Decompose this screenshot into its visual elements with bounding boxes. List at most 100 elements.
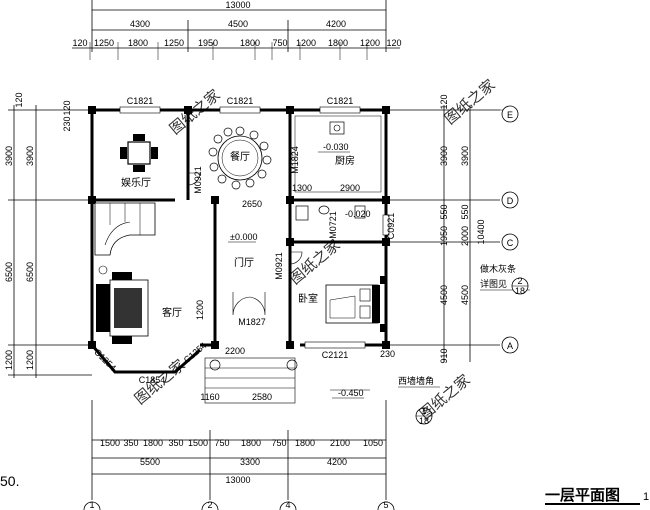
elev-kitchen: -0.030 <box>323 142 349 152</box>
left-dim-inner-2: 3900 <box>25 146 35 166</box>
drawing-title: 一层平面图 <box>545 487 620 504</box>
bot-dim-1: 350 <box>123 438 138 448</box>
bot-dim-2: 1800 <box>143 438 163 448</box>
axis-bubbles-bottom: 1 2 4 5 <box>83 500 395 510</box>
bot-dim-7: 750 <box>271 438 286 448</box>
door-label-3: M0721 <box>328 211 338 239</box>
spiral-staircase <box>94 202 156 256</box>
right-dim-mid-0: 3900 <box>460 146 470 166</box>
bot-dim-10: 1050 <box>363 438 383 448</box>
top-dim-2: 4500 <box>228 19 248 29</box>
room-entertainment: 娱乐厅 <box>121 176 151 189</box>
door-label-5: M1827 <box>238 317 266 327</box>
top-dim-ticks-row2 <box>89 42 368 60</box>
room-dining: 餐厅 <box>230 150 250 163</box>
axis-bubble-a <box>501 336 519 354</box>
room-kitchen: 厨房 <box>335 154 355 167</box>
watermark-3: 图纸之家 <box>287 236 344 288</box>
left-dim-inner-1: 230 <box>62 116 72 131</box>
entry-steps <box>204 357 370 404</box>
door-label-4: M0921 <box>274 252 284 280</box>
left-dim-inner-3: 6500 <box>25 262 35 282</box>
right-total-dim: 10400 <box>476 219 486 244</box>
room-names: 娱乐厅 餐厅 厨房 门厅 客厅 卧室 <box>121 150 355 319</box>
note-3: 西墙墙角 <box>398 375 434 386</box>
axis-bottom-4: 4 <box>285 500 290 510</box>
window-label-5: C1854 <box>139 375 166 385</box>
top-dim-3: 4200 <box>326 19 346 29</box>
top-dim2-7: 1200 <box>296 38 316 48</box>
toilet-fixtures <box>295 205 366 221</box>
elev-outdoor: -0.450 <box>338 388 364 398</box>
window-label-3: C1821 <box>327 96 354 106</box>
right-dimension-lines: 120 3900 550 1950 4500 910 3900 550 2000… <box>386 94 500 364</box>
room-bedroom: 卧室 <box>298 292 318 305</box>
left-dim-0: 120 <box>14 92 24 107</box>
right-dim-5: 910 <box>439 348 449 363</box>
small-dim-4: 1200 <box>195 300 205 320</box>
window-label-6: C1254 <box>182 340 209 365</box>
window-label-7: C1254 <box>92 347 118 373</box>
top-dim2-4: 1950 <box>198 38 218 48</box>
overall-width-bottom: 13000 <box>225 475 250 485</box>
detail-ref-2-num: 1 <box>421 406 426 416</box>
axis-bubble-d <box>501 191 519 209</box>
top-dim2-6: 750 <box>272 38 287 48</box>
kitchen-outline <box>294 115 382 193</box>
note-1: 做木灰条 <box>480 263 516 274</box>
detail-callouts: 做木灰条 详图见 2 18 西墙墙角 1 18 <box>398 263 530 426</box>
small-dim-2: 2900 <box>340 183 360 193</box>
room-living: 客厅 <box>162 306 182 319</box>
small-dim-7: 2580 <box>252 392 272 402</box>
elev-toilet: -0.020 <box>345 209 371 219</box>
detail-ref-2-sheet: 18 <box>419 416 429 426</box>
elevation-marks: -0.030 -0.020 ±0.000 -0.450 <box>228 142 371 399</box>
bot-dim-5: 750 <box>214 438 229 448</box>
window-label-2: C1821 <box>227 96 254 106</box>
top-dim2-3: 1250 <box>164 38 184 48</box>
room-foyer: 门厅 <box>234 256 254 269</box>
bot-dim2-1: 3300 <box>240 457 260 467</box>
right-dim-mid-2: 2000 <box>460 226 470 246</box>
door-label-1: M1824 <box>290 146 300 174</box>
small-dim-8: 1160 <box>200 392 219 402</box>
top-dimension-lines: 13000 4300 4500 4200 120 1250 1800 1250 … <box>72 0 402 60</box>
bed <box>325 276 386 332</box>
mahjong-table <box>120 134 158 172</box>
right-dim-2: 550 <box>439 204 449 219</box>
axis-label-c: C <box>507 238 514 248</box>
sofa-set <box>96 265 149 344</box>
small-dim-0: 2650 <box>242 199 262 209</box>
left-dim-inner-0: 120 <box>62 100 72 115</box>
right-dim-mid-1: 550 <box>460 204 470 219</box>
bot-dim2-2: 4200 <box>327 457 347 467</box>
axis-bottom-5: 5 <box>383 500 388 510</box>
detail-ref-1-num: 2 <box>517 276 522 286</box>
axis-label-d: D <box>507 196 514 206</box>
right-dim-0: 120 <box>439 94 449 109</box>
bot-dim-4: 1500 <box>188 438 208 448</box>
axis-label-a: A <box>507 341 513 351</box>
axis-bubble-c <box>501 233 519 251</box>
small-dim-6: 2200 <box>225 346 245 356</box>
bot-dim2-0: 5500 <box>140 457 160 467</box>
top-dim2-1: 1250 <box>94 38 114 48</box>
right-dim-3: 1950 <box>439 226 449 246</box>
window-label-4: C2121 <box>322 350 349 360</box>
axis-bubbles-right: E D C A <box>500 105 519 354</box>
small-dimensions: 2650 1300 2900 1200 2200 2580 1160 230 <box>195 183 395 402</box>
bot-dim-6: 1800 <box>241 438 261 448</box>
bot-dim-0: 1500 <box>100 438 120 448</box>
bottom-dimension-lines: 1500 350 1800 350 1500 750 1800 750 1800… <box>91 400 387 500</box>
left-dimension-lines: 120 3900 6500 1200 3900 6500 1200 120 23… <box>4 92 92 378</box>
top-dim2-2: 1800 <box>128 38 148 48</box>
bot-dim-3: 350 <box>168 438 183 448</box>
watermarks: 图纸之家 图纸之家 图纸之家 图纸之家 图纸之家 <box>132 76 499 423</box>
drawing-title-block: 一层平面图 1 <box>545 487 649 505</box>
note-2: 详图见 <box>480 278 507 289</box>
small-dim-1: 1300 <box>292 183 312 193</box>
left-fragment-text: 50. <box>0 473 19 489</box>
kitchen-sink <box>329 121 345 135</box>
axis-label-e: E <box>507 110 513 120</box>
